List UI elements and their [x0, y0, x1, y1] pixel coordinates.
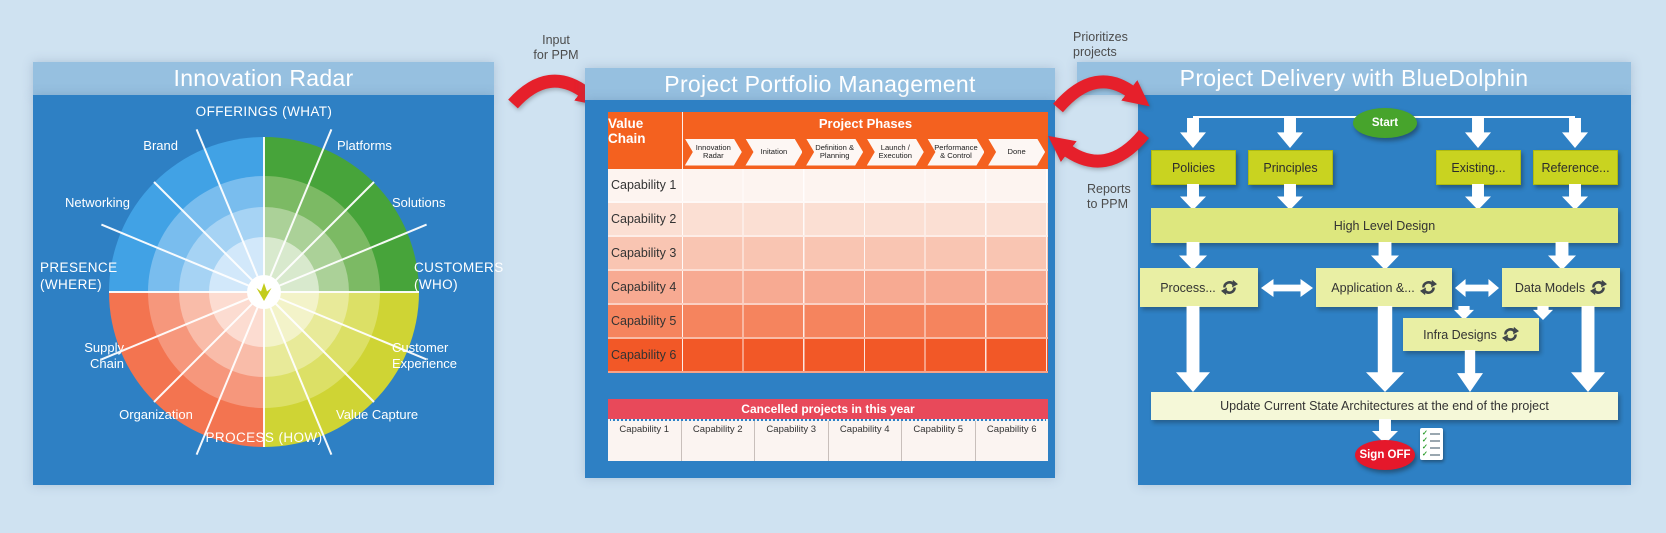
check-mark: ✓: [1422, 437, 1428, 444]
ppm-panel-header: Project Portfolio Management: [585, 68, 1055, 100]
value-chain-header: Value Chain: [608, 112, 683, 169]
innovation-radar-chart: [101, 129, 427, 455]
ppm-table: Value Chain Project Phases Innovation Ra…: [608, 112, 1048, 373]
sign-off-node: Sign OFF: [1355, 440, 1415, 470]
radar-axis-customers: CUSTOMERS (WHO): [414, 260, 504, 292]
process-box: Process...: [1140, 268, 1258, 307]
capability-row-cells: [683, 169, 1048, 201]
idea-bulb-icon: [256, 283, 272, 301]
delivery-panel-title: Project Delivery with BlueDolphin: [1179, 65, 1529, 91]
capability-row-label: Capability 2: [608, 203, 683, 235]
phase-chevron-innovation-radar: Innovation Radar: [684, 138, 742, 166]
radar-sector-solutions: Solutions: [392, 195, 446, 210]
radar-panel-title: Innovation Radar: [173, 65, 354, 91]
cancelled-column: Capability 1: [608, 421, 682, 461]
prioritizes-projects-label: Prioritizes projects: [1073, 30, 1128, 59]
cancelled-projects-columns: Capability 1 Capability 2 Capability 3 C…: [608, 419, 1048, 461]
phase-chevron-performance-control: Performance & Control: [927, 138, 985, 166]
checklist-icon: ✓ ✓ ✓ ✓: [1420, 428, 1443, 460]
infra-designs-box: Infra Designs: [1403, 318, 1539, 351]
radar-axis-offerings: OFFERINGS (WHAT): [195, 104, 333, 119]
phase-chevron-done: Done: [988, 138, 1046, 166]
ppm-panel-title: Project Portfolio Management: [664, 70, 976, 97]
principles-box: Principles: [1248, 150, 1333, 185]
cancelled-column: Capability 3: [755, 421, 829, 461]
refresh-icon: [1590, 279, 1608, 296]
radar-sector-supply-chain: Supply Chain: [84, 340, 124, 372]
policies-box: Policies: [1151, 150, 1236, 185]
process-box-label: Process...: [1160, 280, 1216, 295]
data-models-box: Data Models: [1502, 268, 1620, 307]
cancelled-column: Capability 6: [975, 421, 1048, 461]
existing-box: Existing...: [1436, 150, 1521, 185]
table-row: Capability 3: [608, 237, 1048, 271]
delivery-panel-header: Project Delivery with BlueDolphin: [1077, 62, 1631, 95]
reports-to-ppm-label: Reports to PPM: [1087, 182, 1131, 211]
capability-row-label: Capability 3: [608, 237, 683, 269]
table-row: Capability 1: [608, 169, 1048, 203]
table-row: Capability 4: [608, 271, 1048, 305]
radar-sector-brand: Brand: [143, 138, 178, 153]
table-row: Capability 5: [608, 305, 1048, 339]
cancelled-column: Capability 2: [681, 421, 755, 461]
table-row: Capability 6: [608, 339, 1048, 373]
ppm-delivery-cycle-arrows: [1048, 75, 1150, 168]
input-for-ppm-arrow: [508, 74, 603, 109]
capability-row-cells: [683, 339, 1048, 371]
project-phases-header: Project Phases: [683, 112, 1048, 135]
check-mark: ✓: [1422, 430, 1428, 437]
capability-row-label: Capability 4: [608, 271, 683, 303]
cancelled-column: Capability 4: [828, 421, 902, 461]
radar-panel-body: [33, 95, 494, 485]
radar-axis-process: PROCESS (HOW): [205, 430, 323, 445]
phase-chevron-strip: Innovation Radar Initation Definition & …: [683, 135, 1048, 169]
radar-sector-customer-experience: Customer Experience: [392, 340, 458, 372]
refresh-icon: [1419, 279, 1437, 296]
cancelled-column: Capability 5: [902, 421, 976, 461]
prioritizes-arrow: [1053, 75, 1150, 113]
table-row: Capability 2: [608, 203, 1048, 237]
radar-axis-presence: PRESENCE (WHERE): [40, 260, 118, 292]
radar-sector-platforms: Platforms: [337, 138, 392, 153]
input-for-ppm-label: Input for PPM: [533, 33, 579, 62]
high-level-design-box: High Level Design: [1151, 208, 1618, 243]
refresh-icon: [1220, 279, 1238, 296]
capability-row-label: Capability 6: [608, 339, 683, 371]
phase-chevron-initation: Initation: [745, 138, 803, 166]
check-mark: ✓: [1422, 444, 1428, 451]
start-node: Start: [1353, 108, 1417, 138]
infra-designs-box-label: Infra Designs: [1423, 327, 1497, 342]
radar-sector-value-capture: Value Capture: [336, 407, 419, 422]
radar-sector-organization: Organization: [119, 407, 193, 422]
phase-chevron-definition-planning: Definition & Planning: [806, 138, 864, 166]
capability-row-cells: [683, 203, 1048, 235]
capability-row-label: Capability 1: [608, 169, 683, 201]
phase-chevron-launch-execution: Launch / Execution: [866, 138, 924, 166]
refresh-icon: [1501, 326, 1519, 343]
capability-row-cells: [683, 271, 1048, 303]
check-mark: ✓: [1422, 451, 1428, 458]
cancelled-projects-banner: Cancelled projects in this year: [608, 399, 1048, 419]
radar-sector-networking: Networking: [64, 195, 130, 210]
reports-arrow: [1048, 129, 1150, 168]
application-box-label: Application &...: [1331, 280, 1415, 295]
application-box: Application &...: [1316, 268, 1452, 307]
capability-row-cells: [683, 237, 1048, 269]
capability-row-label: Capability 5: [608, 305, 683, 337]
update-architectures-box: Update Current State Architectures at th…: [1151, 392, 1618, 420]
reference-box: Reference...: [1533, 150, 1618, 185]
radar-panel-header: Innovation Radar: [33, 62, 494, 95]
capability-row-cells: [683, 305, 1048, 337]
data-models-box-label: Data Models: [1514, 280, 1586, 295]
